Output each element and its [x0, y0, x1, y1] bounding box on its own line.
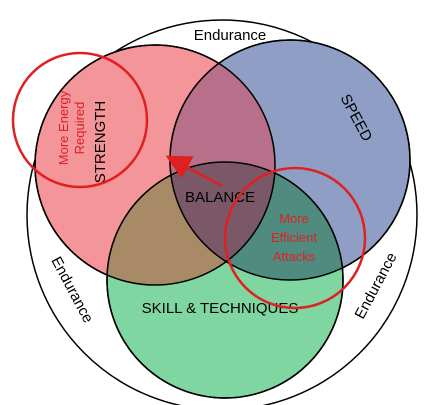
endurance-label-top: Endurance: [194, 27, 267, 44]
balance-label: BALANCE: [185, 189, 255, 206]
balance-to-strength-arrow: [165, 155, 223, 188]
energy-callout-line2: Required: [72, 102, 87, 155]
efficient-callout-line3: Attacks: [273, 249, 316, 264]
speed-skill-overlap: [170, 162, 343, 280]
strength-label: STRENGTH: [92, 101, 109, 184]
efficient-callout-circle: [223, 166, 367, 310]
energy-callout-line1: More Energy: [56, 90, 71, 165]
efficient-callout-line1: More: [279, 211, 309, 226]
efficient-callout-line2: Efficient: [271, 230, 317, 245]
skill-label: SKILL & TECHNIQUES: [142, 300, 299, 317]
energy-callout-circle: [11, 51, 149, 189]
